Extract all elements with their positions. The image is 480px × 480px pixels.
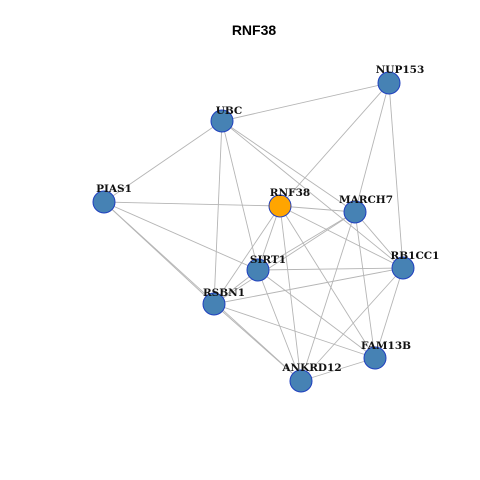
node-rb1cc1[interactable]: RB1CC1: [391, 250, 440, 280]
node-label: RB1CC1: [391, 250, 440, 262]
node-circle[interactable]: [92, 190, 116, 214]
graph-title: RNF38: [232, 22, 277, 38]
edge-march7-fam13b: [354, 211, 376, 359]
edge-ubc-sirt1: [221, 120, 259, 271]
edge-layer: [103, 82, 404, 382]
node-label: ANKRD12: [281, 362, 341, 374]
node-label: RNF38: [270, 187, 310, 199]
edge-sirt1-fam13b: [257, 269, 376, 359]
edge-rsbn1-fam13b: [213, 303, 376, 359]
node-nup153[interactable]: NUP153: [376, 64, 425, 95]
node-march7[interactable]: MARCH7: [339, 194, 393, 224]
edge-fam13b-ankrd12: [300, 357, 376, 382]
edge-nup153-march7: [354, 82, 390, 213]
edge-rnf38-march7: [279, 205, 356, 213]
node-label: UBC: [216, 105, 243, 117]
edge-nup153-rnf38: [279, 82, 390, 207]
edge-rb1cc1-rsbn1: [213, 267, 404, 305]
node-circle[interactable]: [202, 292, 226, 316]
edge-march7-ankrd12: [300, 211, 356, 382]
edge-pias1-sirt1: [103, 201, 259, 271]
node-pias1[interactable]: PIAS1: [92, 183, 132, 214]
edge-ubc-march7: [221, 120, 356, 213]
node-label: SIRT1: [250, 254, 286, 266]
node-circle[interactable]: [343, 200, 367, 224]
node-label: NUP153: [376, 64, 425, 76]
edge-ubc-rsbn1: [213, 120, 223, 305]
edge-nup153-rb1cc1: [388, 82, 404, 269]
edge-pias1-rnf38: [103, 201, 281, 207]
node-circle[interactable]: [391, 256, 415, 280]
edge-ubc-rb1cc1: [221, 120, 404, 269]
node-ankrd12[interactable]: ANKRD12: [281, 362, 342, 393]
node-label: RSBN1: [203, 287, 245, 299]
edge-rsbn1-ankrd12: [213, 303, 302, 382]
edge-sirt1-rb1cc1: [257, 267, 404, 271]
node-circle[interactable]: [377, 71, 401, 95]
edge-pias1-ankrd12: [103, 201, 302, 382]
node-fam13b[interactable]: FAM13B: [361, 340, 411, 370]
node-circle[interactable]: [268, 194, 292, 218]
node-circle[interactable]: [210, 109, 234, 133]
edge-rb1cc1-ankrd12: [300, 267, 404, 382]
edge-ubc-nup153: [221, 82, 390, 122]
node-label: PIAS1: [96, 183, 132, 195]
node-rsbn1[interactable]: RSBN1: [202, 287, 245, 316]
node-label: FAM13B: [361, 340, 411, 352]
edge-ubc-pias1: [103, 120, 223, 203]
node-circle[interactable]: [363, 346, 387, 370]
node-circle[interactable]: [246, 258, 270, 282]
edge-rnf38-rsbn1: [213, 205, 281, 305]
edge-march7-sirt1: [257, 211, 356, 271]
edge-march7-rb1cc1: [354, 211, 404, 269]
node-ubc[interactable]: UBC: [210, 105, 243, 133]
edge-rnf38-ankrd12: [279, 205, 302, 382]
edge-march7-rsbn1: [213, 211, 356, 305]
node-label: MARCH7: [339, 194, 393, 206]
node-circle[interactable]: [289, 369, 313, 393]
edge-rnf38-rb1cc1: [279, 205, 404, 269]
node-rnf38[interactable]: RNF38: [268, 187, 310, 218]
edge-rb1cc1-fam13b: [374, 267, 404, 359]
node-sirt1[interactable]: SIRT1: [246, 254, 286, 282]
